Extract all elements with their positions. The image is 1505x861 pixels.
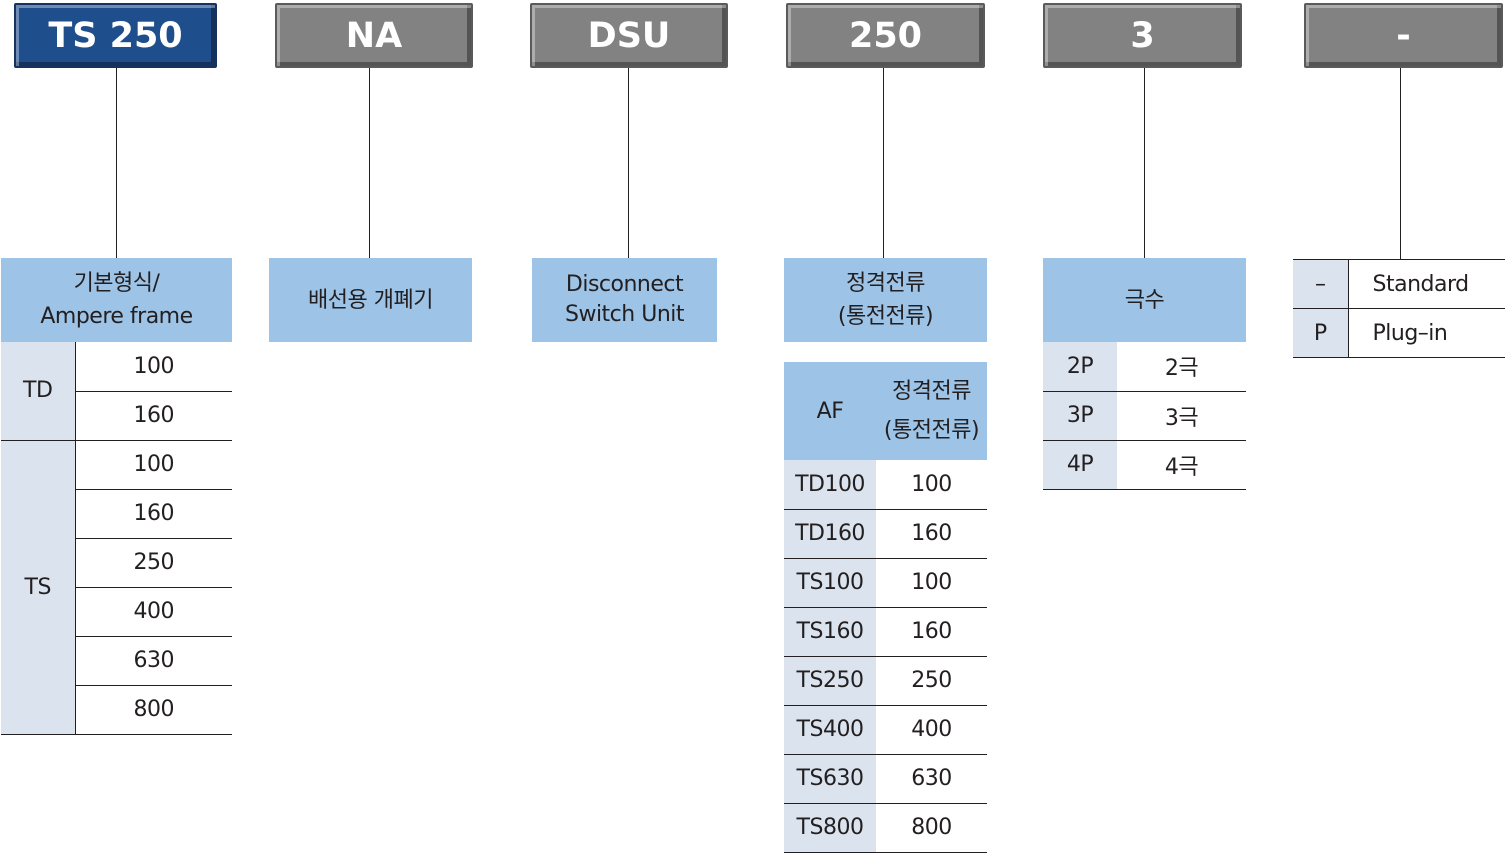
option-value: Plug–in [1348, 308, 1505, 358]
header-frame-line1: 기본형식/ [73, 271, 160, 296]
option-value: Standard [1348, 259, 1505, 309]
code-text-rated-current: 250 [848, 15, 923, 56]
code-box-rated-current: 250 [786, 3, 985, 68]
rated-current-cell: 400 [876, 705, 987, 755]
header-frame-line2: Ampere frame [40, 304, 193, 329]
header-frame: 기본형식/ Ampere frame [1, 258, 232, 342]
poles-key: 4P [1043, 440, 1117, 490]
frame-group-key: TD [1, 342, 76, 441]
af-cell: TS160 [784, 607, 876, 657]
frame-value: 400 [75, 587, 232, 637]
code-box-type: NA [275, 3, 473, 68]
table-row: 160 [1, 391, 232, 441]
frame-value: 160 [75, 391, 232, 441]
rated-current-cell: 100 [876, 558, 987, 608]
code-box-frame: TS 250 [14, 3, 217, 68]
connector-line-poles [1144, 68, 1145, 258]
rated-current-cell: 250 [876, 656, 987, 706]
header-rated-current-line2: (통전전류) [837, 304, 934, 329]
frame-value: 630 [75, 636, 232, 686]
code-text-poles: 3 [1130, 15, 1155, 56]
af-cell: TS800 [784, 803, 876, 853]
connector-line-rated-current [883, 68, 884, 258]
frame-value: 800 [75, 685, 232, 735]
af-cell: TS100 [784, 558, 876, 608]
af-column-header: AF [784, 362, 876, 460]
header-rated-current: 정격전류 (통전전류) [784, 258, 987, 342]
poles-value: 2극 [1117, 342, 1246, 392]
header-unit-line2: Switch Unit [564, 302, 685, 327]
rated-current-column-header-line1: 정격전류 [892, 379, 971, 404]
option-table: – Standard P Plug–in [1293, 259, 1505, 358]
table-row: – Standard [1293, 259, 1505, 309]
code-box-poles: 3 [1043, 3, 1242, 68]
connector-line-unit [628, 68, 629, 258]
rated-current-column-header: 정격전류 (통전전류) [876, 362, 987, 460]
af-cell: TS400 [784, 705, 876, 755]
af-cell: TS630 [784, 754, 876, 804]
connector-line-type [369, 68, 370, 258]
table-row: 3P 3극 [1043, 391, 1246, 441]
table-row: TD100 100 [784, 460, 987, 510]
rated-current-column-header-line2: (통전전류) [883, 418, 980, 443]
header-type-text: 배선용 개폐기 [308, 287, 433, 313]
table-row: TD160 160 [784, 509, 987, 559]
header-rated-current-line1: 정격전류 [846, 271, 925, 296]
frame-value: 250 [75, 538, 232, 588]
table-header-row: AF 정격전류 (통전전류) [784, 362, 987, 460]
connector-line-frame [116, 68, 117, 258]
table-row: TS800 800 [784, 803, 987, 853]
poles-key: 2P [1043, 342, 1117, 392]
frame-value: 100 [75, 440, 232, 490]
table-row: TS100 100 [784, 558, 987, 608]
table-row: TS630 630 [784, 754, 987, 804]
table-row: TS 100 [1, 440, 232, 735]
code-text-type: NA [345, 15, 403, 56]
af-cell: TS250 [784, 656, 876, 706]
table-row: TS400 400 [784, 705, 987, 755]
rated-current-cell: 100 [876, 460, 987, 510]
rated-current-cell: 800 [876, 803, 987, 853]
table-row: 250 [1, 538, 232, 588]
option-key: – [1293, 259, 1349, 309]
code-text-option: - [1396, 15, 1411, 56]
table-row: 160 [1, 489, 232, 539]
table-row: 630 [1, 636, 232, 686]
table-row: 800 [1, 685, 232, 735]
af-cell: TD100 [784, 460, 876, 510]
frame-table: TD 100 160 TS 100 160 250 400 630 800 [1, 342, 232, 735]
rated-current-table: AF 정격전류 (통전전류) TD100 100 TD160 160 TS100… [784, 362, 987, 853]
connector-line-option [1400, 68, 1401, 259]
header-unit-line1: Disconnect [565, 272, 684, 297]
frame-value: 100 [75, 342, 232, 392]
rated-current-cell: 160 [876, 509, 987, 559]
header-poles-text: 극수 [1124, 287, 1165, 313]
table-row: P Plug–in [1293, 308, 1505, 358]
code-box-option: - [1304, 3, 1503, 68]
frame-value: 160 [75, 489, 232, 539]
poles-table: 2P 2극 3P 3극 4P 4극 [1043, 342, 1246, 490]
rated-current-cell: 630 [876, 754, 987, 804]
poles-value: 3극 [1117, 391, 1246, 441]
table-row: 400 [1, 587, 232, 637]
table-row: 2P 2극 [1043, 342, 1246, 392]
poles-key: 3P [1043, 391, 1117, 441]
rated-current-cell: 160 [876, 607, 987, 657]
table-row: 4P 4극 [1043, 440, 1246, 490]
code-text-unit: DSU [587, 15, 671, 56]
option-key: P [1293, 308, 1349, 358]
header-unit: Disconnect Switch Unit [532, 258, 717, 342]
table-row: TS250 250 [784, 656, 987, 706]
table-row: TS160 160 [784, 607, 987, 657]
poles-value: 4극 [1117, 440, 1246, 490]
code-text-frame: TS 250 [48, 15, 183, 56]
table-row: TD 100 [1, 342, 232, 441]
frame-group-key: TS [1, 440, 76, 735]
af-cell: TD160 [784, 509, 876, 559]
code-box-unit: DSU [530, 3, 728, 68]
header-type: 배선용 개폐기 [269, 258, 472, 342]
header-poles: 극수 [1043, 258, 1246, 342]
